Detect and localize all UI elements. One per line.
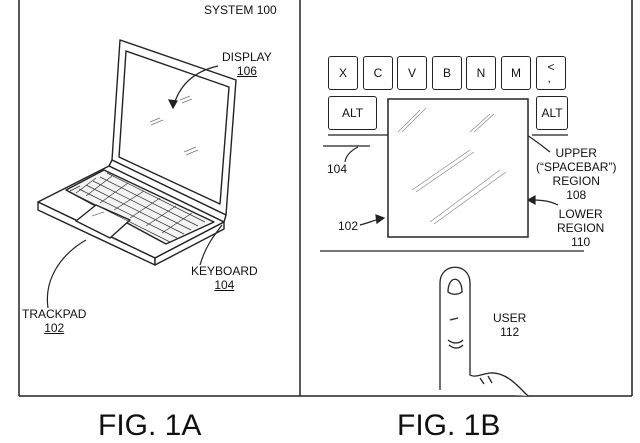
system-label: SYSTEM 100 (204, 3, 277, 17)
upper-region-line-3: REGION (552, 174, 600, 188)
display-number: 106 (236, 64, 257, 78)
user-finger (439, 266, 529, 397)
user-number: 112 (500, 325, 520, 339)
key-alt-right: ALT (536, 96, 568, 130)
touch-region (387, 98, 529, 238)
upper-region-line-2: (“SPACEBAR”) (536, 160, 617, 174)
key-c: C (363, 56, 393, 90)
lower-region-label: LOWER REGION 110 (557, 207, 604, 249)
screen-glare (91, 95, 199, 217)
keyboard-number: 104 (214, 278, 235, 292)
laptop-keyboard (65, 169, 215, 245)
display-label: DISPLAY 106 (222, 50, 272, 78)
laptop-illustration (37, 39, 237, 266)
lower-region-number: 110 (571, 235, 591, 249)
laptop-keys (69, 172, 206, 243)
key-comma: < , (536, 56, 566, 90)
fig-1b-caption: FIG. 1B (397, 409, 501, 442)
label-102: 102 (338, 219, 359, 233)
fig-1a-caption: FIG. 1A (98, 409, 202, 442)
lower-region-line-1: LOWER (558, 207, 603, 221)
fingernail (447, 278, 463, 295)
trackpad-number: 102 (44, 321, 65, 335)
fig-a-leaders (46, 65, 223, 309)
touch-region-shading (397, 107, 507, 225)
user-label-text: USER (493, 311, 527, 325)
label-104: 104 (327, 162, 348, 176)
upper-region-number: 108 (566, 188, 587, 202)
system-label-text: SYSTEM (204, 3, 254, 17)
trackpad-label: TRACKPAD 102 (22, 307, 86, 335)
patent-figure-canvas (18, 0, 633, 397)
key-b: B (432, 56, 462, 90)
key-n: N (466, 56, 496, 90)
system-number: 100 (256, 3, 277, 17)
panel-frames (18, 0, 633, 397)
key-v: V (397, 56, 427, 90)
lower-region-line-2: REGION (557, 221, 605, 235)
display-label-text: DISPLAY (222, 50, 272, 64)
key-m: M (501, 56, 531, 90)
laptop-trackpad (75, 204, 131, 239)
keyboard-label-text: KEYBOARD (191, 264, 258, 278)
laptop-base-side (154, 221, 225, 266)
upper-region-label: UPPER (“SPACEBAR”) REGION 108 (536, 146, 616, 202)
upper-region-line-1: UPPER (555, 146, 597, 160)
keyboard-label: KEYBOARD 104 (191, 264, 258, 292)
user-label: USER 112 (493, 311, 526, 339)
key-alt-left: ALT (328, 96, 377, 130)
trackpad-label-text: TRACKPAD (22, 307, 87, 321)
key-x: X (328, 56, 358, 90)
